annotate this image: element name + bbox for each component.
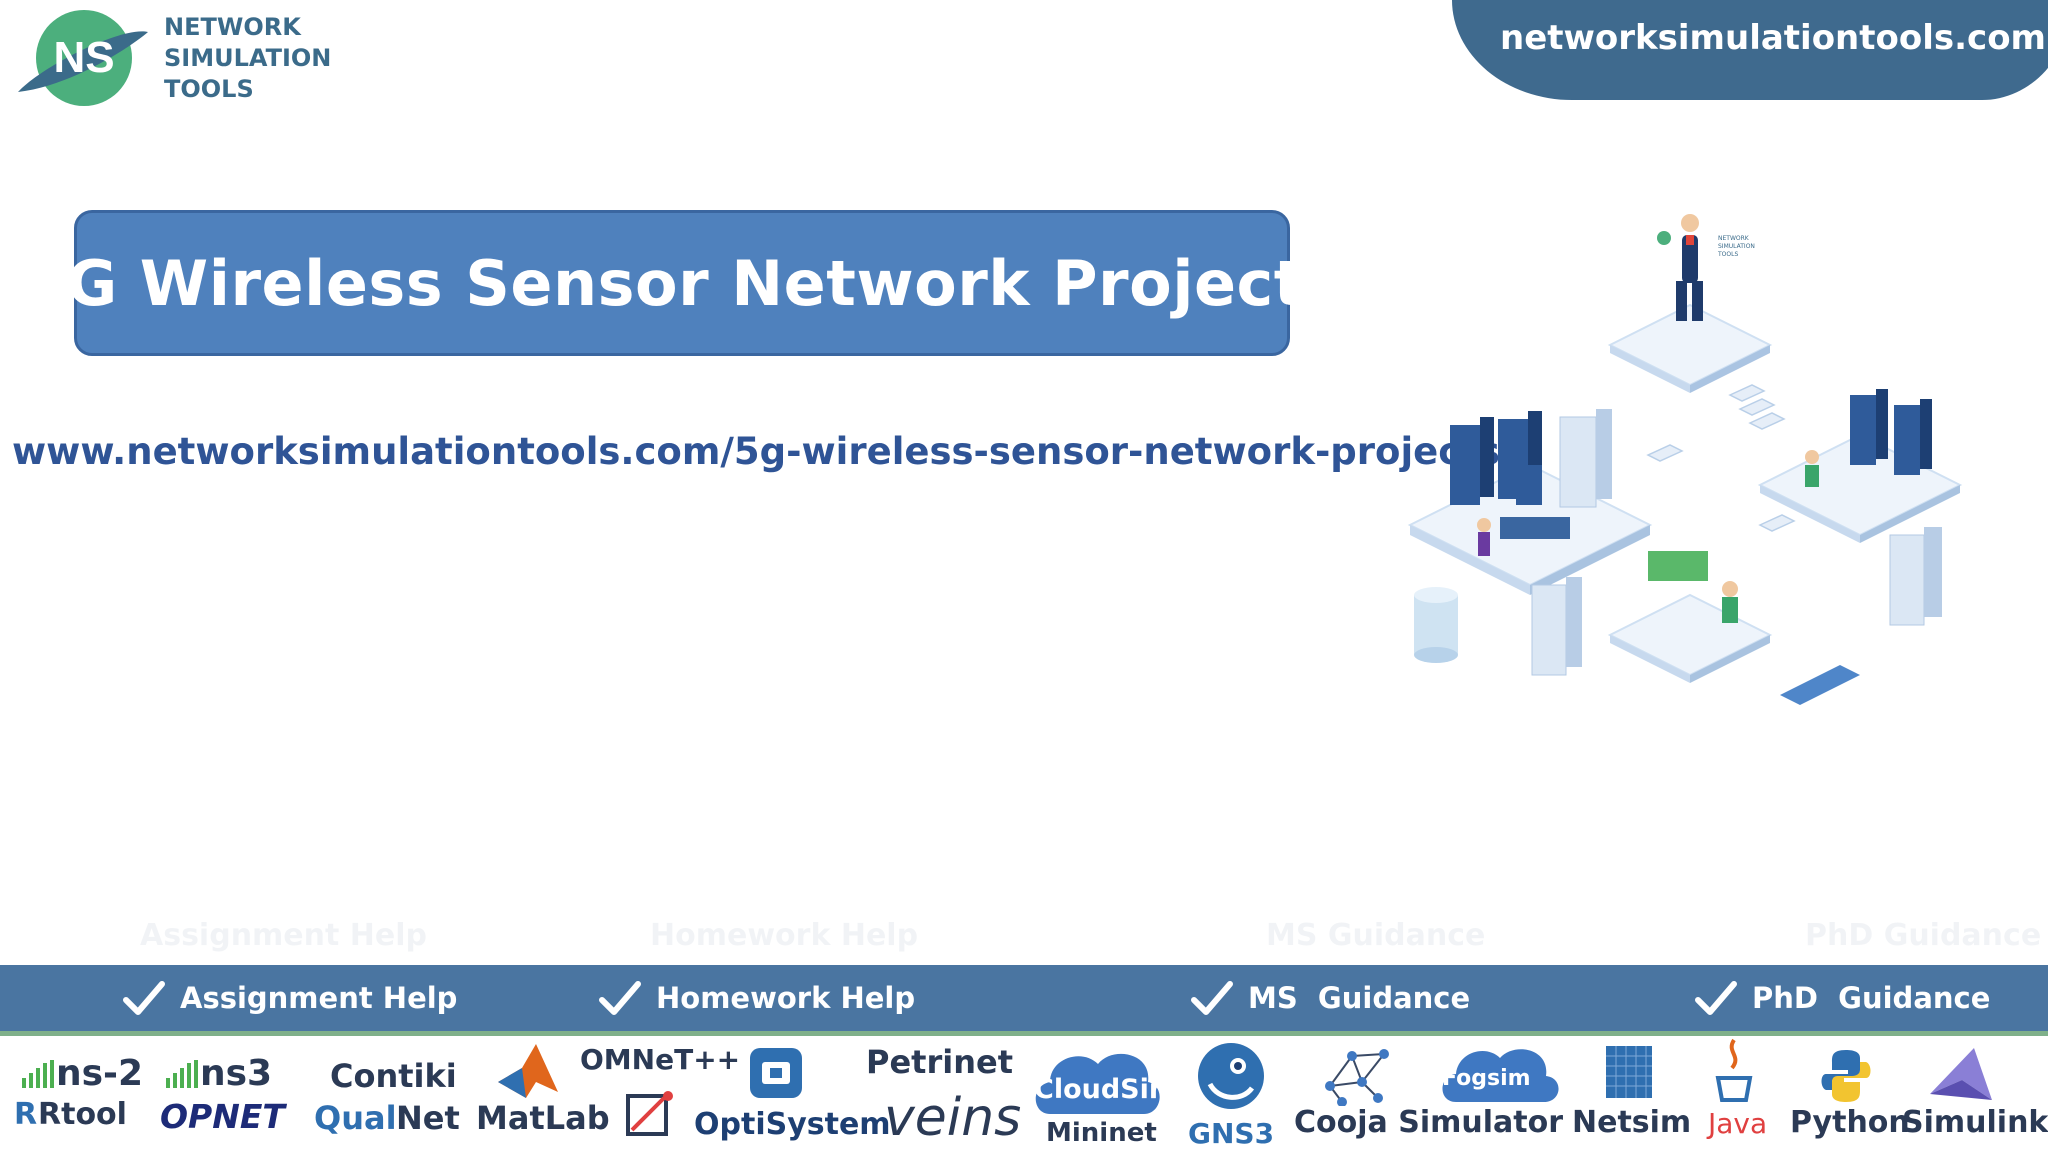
tool-omnet: OMNeT++ [580,1043,741,1076]
tool-qualnet-part2: Net [396,1099,460,1137]
tool-ns3: ns3 [200,1053,273,1094]
tool-contiki: Contiki [330,1057,457,1095]
badge-line-1: NETWORK [1718,235,1750,242]
logo-line-3: TOOLS [164,75,254,103]
matlab-peak-icon [498,1044,558,1098]
checkmark-icon [599,981,641,1015]
tool-netsim: Netsim [1572,1105,1692,1140]
cooja-network-icon [1325,1049,1389,1106]
center-servers [1516,409,1612,508]
service-label: Homework Help [656,981,916,1015]
server-tower-left [1531,577,1582,676]
band-accent-line [0,1031,2048,1036]
tool-fogsim: Fogsim [1442,1066,1531,1091]
tool-cloudsim: CloudSim [1034,1074,1178,1105]
tool-veins: veins [884,1088,1022,1148]
tool-opnet: OPNET [160,1097,285,1136]
ghost-service-row: Assignment Help Homework Help MS Guidanc… [0,918,2048,958]
page-title: 5G Wireless Sensor Network Projects [22,246,1342,320]
domain-banner [1452,0,2048,100]
signal-bars-icon [22,1060,54,1088]
tool-python: Python [1790,1105,1910,1140]
service-phd-guidance[interactable]: PhD Guidance [1694,965,1990,1031]
r-logo-icon: R [14,1097,38,1132]
service-label: MS Guidance [1248,981,1471,1015]
logo-wordmark: NETWORK SIMULATION TOOLS [164,12,331,105]
page-url-link[interactable]: www.networksimulationtools.com/5g-wirele… [12,430,1514,473]
badge-line-3: TOOLS [1717,251,1738,258]
tool-gns3: GNS3 [1188,1117,1275,1150]
left-platform [1407,411,1653,595]
service-label: PhD Guidance [1752,981,1991,1015]
ghost-service-3: MS Guidance [1266,918,1486,953]
badge-line-2: SIMULATION [1718,243,1755,250]
checkmark-icon [1191,981,1233,1015]
tool-matlab: MatLab [476,1099,610,1137]
logo-line-2: SIMULATION [164,44,332,72]
brand-logo: NS NETWORK SIMULATION TOOLS [8,2,331,112]
tool-simulink: Simulink [1902,1105,2048,1140]
service-label: Assignment Help [180,981,458,1015]
fog-cloud-icon [1442,1049,1559,1102]
optisystem-icon [750,1048,802,1098]
tool-mininet: Mininet [1046,1118,1157,1148]
tool-cooja: Cooja Simulator [1294,1105,1563,1140]
desk-platform [1607,551,1773,683]
right-platform [1757,389,1963,543]
tools-strip: ns-2 ns3 Contiki OMNeT++ Petrinet CloudS… [0,1036,2048,1152]
ghost-service-4: PhD Guidance [1805,918,2042,953]
ghost-service-1: Assignment Help [140,918,428,953]
title-banner: 5G Wireless Sensor Network Projects [23,210,1341,356]
checkmark-icon [123,981,165,1015]
tool-ns2: ns-2 [56,1053,144,1094]
ghost-service-2: Homework Help [650,918,919,953]
service-homework-help[interactable]: Homework Help [598,965,915,1031]
ns-logo-icon: NS [18,10,148,106]
isometric-network-illustration: NETWORK SIMULATION TOOLS [1407,214,1963,705]
tool-optisystem: OptiSystem [694,1107,891,1142]
services-band: Assignment Help Homework Help MS Guidanc… [0,965,2048,1031]
domain-link[interactable]: networksimulationtools.com [1500,18,2046,58]
signal-bars-icon [166,1060,198,1088]
python-logo-icon [1821,1050,1871,1102]
connector-steps [1646,384,1796,532]
tool-java: Java [1708,1107,1768,1140]
tool-petrinet: Petrinet [866,1043,1013,1081]
logo-letters: NS [53,33,114,82]
tool-rtool: Rtool [38,1097,127,1132]
logo-line-1: NETWORK [164,13,301,41]
netsim-grid-icon [1606,1046,1652,1098]
cloud-icon [1035,1053,1160,1114]
database-cylinder [1414,587,1458,663]
top-platform: NETWORK SIMULATION TOOLS [1607,214,1773,393]
gns3-chameleon-icon [1198,1043,1264,1109]
service-ms-guidance[interactable]: MS Guidance [1190,965,1470,1031]
checkmark-icon [1695,981,1737,1015]
omnet-diagram-icon [626,1091,673,1136]
simulink-icon [1930,1048,1992,1100]
service-assignment-help[interactable]: Assignment Help [122,965,457,1031]
tablet-device [1780,665,1860,705]
tool-qualnet-part1: Qual [314,1099,397,1137]
java-cup-icon [1715,1038,1753,1102]
server-tower-right [1889,527,1942,626]
